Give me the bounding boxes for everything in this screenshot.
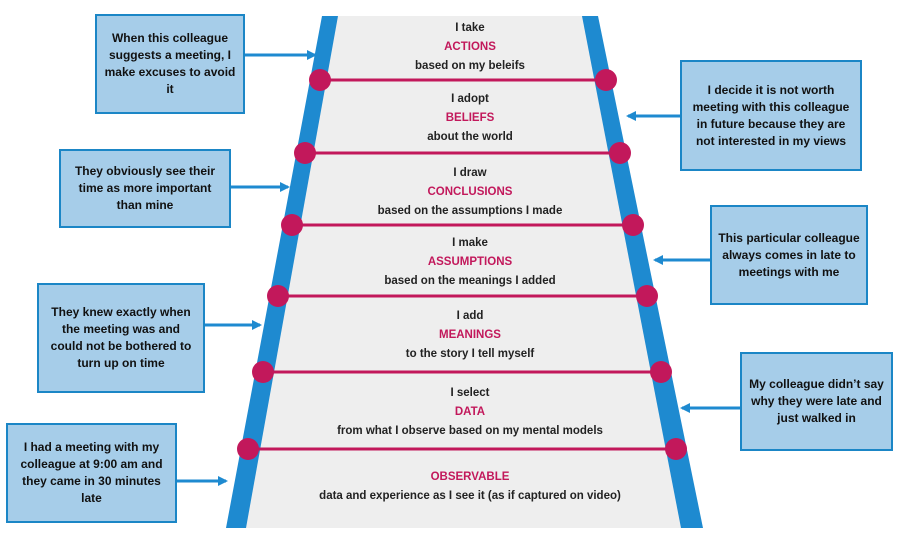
step-observable-keyword: OBSERVABLE — [430, 471, 510, 483]
rung-4-left-dot — [267, 285, 289, 307]
step-actions-line1: I take — [455, 22, 485, 34]
rung-6-right-dot — [665, 438, 687, 460]
step-assumptions-line1: I make — [452, 237, 488, 249]
right-box-data-example: My colleague didn’t say why they were la… — [740, 352, 893, 451]
left-box-meanings-example: They knew exactly when the meeting was a… — [37, 283, 205, 393]
step-conclusions: I draw CONCLUSIONS based on the assumpti… — [330, 164, 610, 221]
step-data: I select DATA from what I observe based … — [295, 384, 645, 441]
step-beliefs: I adopt BELIEFS about the world — [345, 90, 595, 147]
left-box-conclusions-example: They obviously see their time as more im… — [59, 149, 231, 228]
step-data-keyword: DATA — [454, 406, 486, 418]
ladder-right-rail — [582, 16, 703, 528]
right-box-beliefs-example: I decide it is not worth meeting with th… — [680, 60, 862, 171]
rung-1-right-dot — [595, 69, 617, 91]
left-box-observable-example: I had a meeting with my colleague at 9:0… — [6, 423, 177, 523]
step-data-line1: I select — [450, 387, 490, 399]
step-conclusions-keyword: CONCLUSIONS — [427, 186, 513, 198]
step-assumptions: I make ASSUMPTIONS based on the meanings… — [320, 234, 620, 291]
step-conclusions-line3: based on the assumptions I made — [377, 205, 563, 217]
left-box-actions-example: When this colleague suggests a meeting, … — [95, 14, 245, 114]
rung-2-right-dot — [609, 142, 631, 164]
step-beliefs-line3: about the world — [427, 131, 513, 143]
rung-3-left-dot — [281, 214, 303, 236]
right-box-assumptions-example: This particular colleague always comes i… — [710, 205, 868, 305]
rung-1-left-dot — [309, 69, 331, 91]
step-meanings: I add MEANINGS to the story I tell mysel… — [310, 307, 630, 364]
rung-2-left-dot — [294, 142, 316, 164]
step-meanings-line3: to the story I tell myself — [405, 348, 535, 360]
rung-3-right-dot — [622, 214, 644, 236]
step-observable-line3: data and experience as I see it (as if c… — [319, 490, 621, 502]
rung-5-right-dot — [650, 361, 672, 383]
rung-6-left-dot — [237, 438, 259, 460]
step-assumptions-line3: based on the meanings I added — [384, 275, 556, 287]
step-observable: OBSERVABLE data and experience as I see … — [265, 468, 675, 506]
rung-4-right-dot — [636, 285, 658, 307]
step-actions: I take ACTIONS based on my beleifs — [360, 19, 580, 76]
step-assumptions-keyword: ASSUMPTIONS — [427, 256, 513, 268]
step-meanings-line1: I add — [456, 310, 484, 322]
step-beliefs-line1: I adopt — [451, 93, 489, 105]
step-meanings-keyword: MEANINGS — [439, 329, 501, 341]
step-actions-line3: based on my beleifs — [415, 60, 525, 72]
ladder-background — [240, 16, 695, 528]
step-beliefs-keyword: BELIEFS — [445, 112, 495, 124]
step-conclusions-line1: I draw — [453, 167, 487, 179]
rung-5-left-dot — [252, 361, 274, 383]
step-actions-keyword: ACTIONS — [444, 41, 496, 53]
step-data-line3: from what I observe based on my mental m… — [337, 425, 603, 437]
